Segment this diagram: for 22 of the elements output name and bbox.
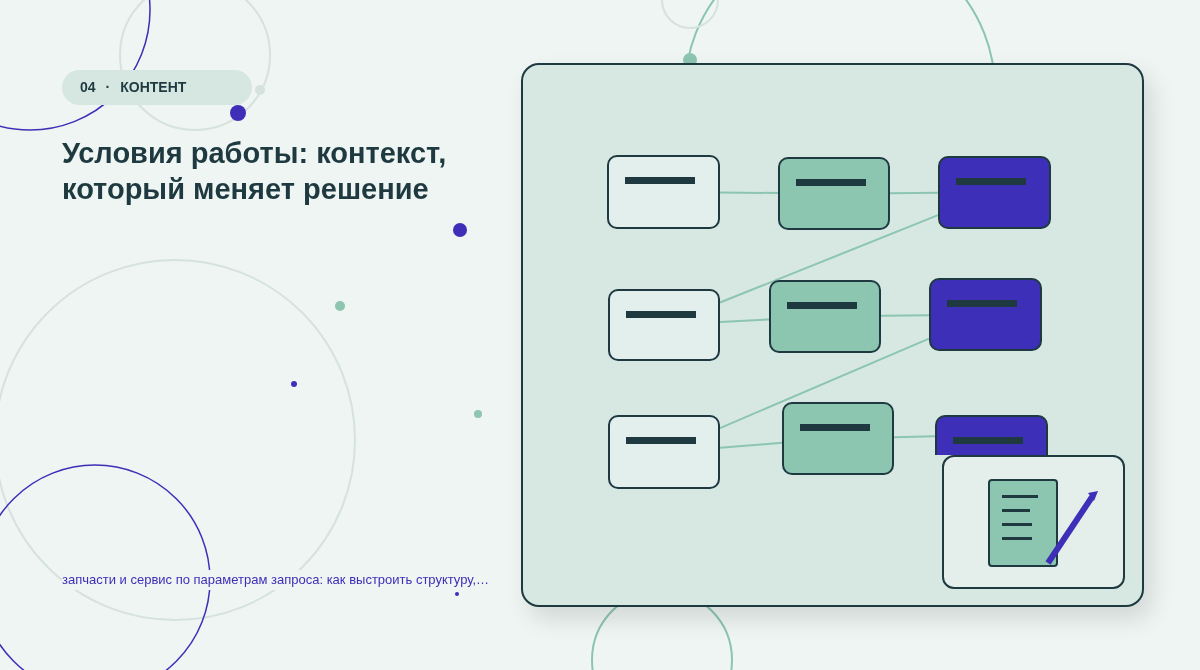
section-name: КОНТЕНТ [120, 78, 187, 97]
placeholder-box [935, 415, 1048, 455]
connector-line [893, 435, 936, 439]
placeholder-box [778, 157, 890, 230]
connector-line [719, 441, 783, 449]
placeholder-box [607, 155, 720, 229]
placeholder-box [929, 278, 1042, 351]
connector-line [719, 191, 779, 194]
section-number: 04 [80, 78, 96, 97]
connector-line [719, 337, 930, 430]
connector-line [719, 318, 770, 324]
placeholder-box [769, 280, 881, 353]
connector-line [719, 214, 939, 304]
separator-dot: · [105, 78, 111, 97]
title: Условия работы: контекст, который меняет решение [62, 136, 448, 207]
placeholder-box [608, 289, 720, 361]
link-text: запчасти и сервис по параметрам запроса: как выстроить структуру,… [62, 570, 490, 590]
placeholder-box [608, 415, 720, 489]
connector-line [880, 314, 930, 317]
placeholder-box [938, 156, 1051, 229]
placeholder-box [782, 402, 894, 475]
connector-line [889, 191, 939, 195]
